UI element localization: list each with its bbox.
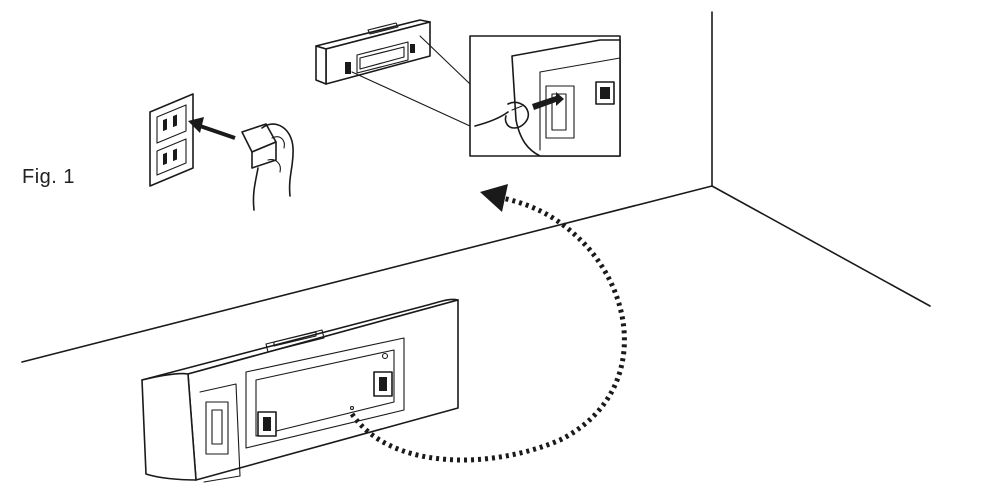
figure-label: Fig. 1 [22, 166, 76, 188]
detail-inset [469, 35, 621, 157]
insertion-arrow-icon [188, 117, 236, 140]
detail-leader-lines [351, 35, 471, 127]
return-arrow-icon [349, 184, 627, 463]
wall-outlet-icon [149, 93, 194, 187]
wall-mounted-unit [315, 19, 431, 85]
power-adapter-icon [241, 123, 294, 211]
room-lines [21, 11, 931, 363]
main-unit [141, 298, 459, 483]
